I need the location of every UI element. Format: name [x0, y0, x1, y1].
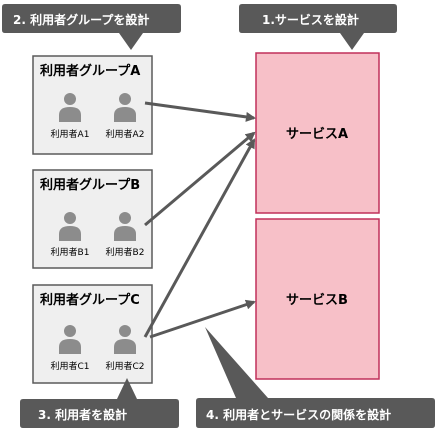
arrow-b-to-service-a — [144, 131, 256, 227]
callout-design-users: 3. 利用者を設計 — [20, 378, 179, 428]
relation-arrows — [143, 101, 256, 339]
callout-design-relations-text: 4. 利用者とサービスの関係を設計 — [206, 407, 391, 422]
arrow-c-to-service-a — [143, 138, 256, 338]
service-a-label: サービスA — [286, 126, 348, 142]
callout-design-services-text: 1.サービスを設計 — [262, 12, 359, 27]
user-group-c: 利用者グループC 利用者C1 利用者C2 — [32, 284, 153, 384]
service-b-box: サービスB — [255, 218, 380, 380]
user-group-b: 利用者グループB 利用者B1 利用者B2 — [32, 169, 153, 269]
user-a2-label: 利用者A2 — [106, 128, 145, 140]
user-b2-person-icon — [114, 212, 136, 241]
user-a1-person-icon — [59, 93, 81, 122]
service-b-label: サービスB — [286, 292, 348, 308]
callout-design-groups: 2. 利用者グループを設計 — [2, 4, 181, 50]
callout-design-users-text: 3. 利用者を設計 — [38, 407, 127, 422]
user-b1-person-icon — [59, 212, 81, 241]
user-b1-label: 利用者B1 — [51, 246, 90, 258]
user-c2-person-icon — [114, 325, 136, 354]
callout-design-services: 1.サービスを設計 — [239, 4, 397, 50]
user-c2-label: 利用者C2 — [105, 360, 144, 372]
service-a-box: サービスA — [255, 52, 380, 214]
user-a2-person-icon — [114, 93, 136, 122]
user-group-a: 利用者グループA 利用者A1 利用者A2 — [32, 55, 153, 155]
user-group-c-title: 利用者グループC — [40, 292, 140, 308]
callout-design-relations: 4. 利用者とサービスの関係を設計 — [196, 327, 435, 428]
user-a1-label: 利用者A1 — [51, 128, 90, 140]
callout-design-groups-text: 2. 利用者グループを設計 — [13, 12, 149, 27]
user-c1-person-icon — [59, 325, 81, 354]
user-b2-label: 利用者B2 — [106, 246, 145, 258]
user-group-b-title: 利用者グループB — [40, 177, 140, 193]
arrow-c-to-service-b — [149, 299, 256, 339]
arrow-a-to-service-a — [144, 101, 256, 122]
user-group-a-title: 利用者グループA — [40, 63, 140, 79]
user-c1-label: 利用者C1 — [50, 360, 89, 372]
